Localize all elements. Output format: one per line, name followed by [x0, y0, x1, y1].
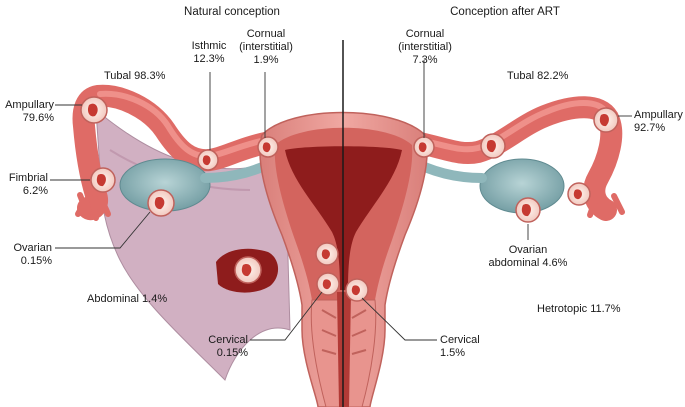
label-fimbrial-value: 6.2% — [22, 185, 48, 197]
embryo-cornual-left — [257, 136, 279, 158]
cervical-folds — [321, 309, 367, 355]
embryo-ovarian-left — [147, 189, 175, 217]
label-ampullary-left-value: 79.6% — [22, 112, 54, 124]
left-fimbriae — [75, 192, 111, 221]
label-cervical-left: Cervical 0.15% — [180, 334, 248, 360]
embryo-ampullary-right — [593, 107, 619, 133]
embryo-cervical-left — [316, 272, 340, 296]
label-cornual-right-sub: (interstitial) — [398, 41, 452, 53]
label-cornual-right-value: 7.3% — [412, 54, 438, 66]
embryo-tubal-right — [480, 133, 506, 159]
embryo-cervical-right — [345, 278, 369, 302]
label-fimbrial-name: Fimbrial — [8, 172, 48, 184]
label-cervical-left-name: Cervical — [208, 334, 248, 346]
label-ovarian-right: Ovarian abdominal 4.6% — [489, 244, 568, 270]
label-cornual-left: Cornual (interstitial) 1.9% — [239, 28, 293, 67]
label-cervical-right-value: 1.5% — [440, 347, 466, 359]
embryo-fimbrial-right — [567, 182, 591, 206]
label-isthmic-value: 12.3% — [193, 53, 225, 65]
label-cervical-right-name: Cervical — [440, 334, 480, 346]
label-abdominal: Abdominal 1.4% — [87, 293, 168, 305]
label-tubal-left: Tubal 98.3% — [104, 70, 166, 82]
label-ampullary-right-value: 92.7% — [634, 122, 666, 134]
label-isthmic-name: Isthmic — [191, 40, 227, 52]
right-fallopian-tube — [404, 96, 623, 221]
leader-ovarian-left — [55, 211, 151, 249]
label-ovarian-left-value: 0.15% — [20, 255, 52, 267]
label-ovarian-left: Ovarian 0.15% — [2, 242, 52, 268]
embryo-ampullary-left — [80, 96, 108, 124]
label-ovarian-right-name: Ovarian — [508, 244, 548, 256]
embryo-cornual-right — [413, 136, 435, 158]
embryo-isthmic — [197, 149, 219, 171]
label-cornual-left-value: 1.9% — [253, 54, 279, 66]
left-tube-highlight — [97, 90, 268, 160]
leader-lines — [50, 60, 632, 341]
label-ampullary-right-name: Ampullary — [634, 109, 683, 121]
cervical-canal — [337, 292, 351, 407]
header-conception-after-art: Conception after ART — [450, 6, 560, 18]
label-ampullary-right: Ampullary 92.7% — [634, 109, 683, 135]
right-fimbriae — [587, 193, 625, 221]
right-tube-highlight — [417, 100, 609, 153]
leader-cervical-left — [250, 291, 323, 341]
label-ampullary-left: Ampullary 79.6% — [2, 99, 54, 125]
label-tubal-right: Tubal 82.2% — [507, 70, 569, 82]
label-cornual-right: Cornual (interstitial) 7.3% — [398, 28, 452, 67]
embryo-fimbrial — [90, 167, 116, 193]
label-isthmic: Isthmic 12.3% — [192, 40, 227, 66]
label-ovarian-left-name: Ovarian — [13, 242, 52, 254]
header-natural-conception: Natural conception — [184, 6, 280, 18]
label-cervical-left-value: 0.15% — [216, 347, 248, 359]
label-cornual-right-name: Cornual — [405, 28, 445, 40]
label-cornual-left-name: Cornual — [246, 28, 286, 40]
label-heterotopic: Hetrotopic 11.7% — [537, 303, 621, 315]
embryo-abdominal — [234, 256, 262, 284]
embryo-intrauterine — [315, 242, 339, 266]
label-ampullary-left-name: Ampullary — [5, 99, 54, 111]
label-cornual-left-sub: (interstitial) — [239, 41, 293, 53]
label-ovarian-right-value: abdominal 4.6% — [488, 257, 568, 269]
label-fimbrial: Fimbrial 6.2% — [2, 172, 48, 198]
leader-cervical-right — [361, 297, 437, 341]
embryo-ovarian-right — [515, 197, 541, 223]
label-cervical-right: Cervical 1.5% — [440, 334, 480, 360]
